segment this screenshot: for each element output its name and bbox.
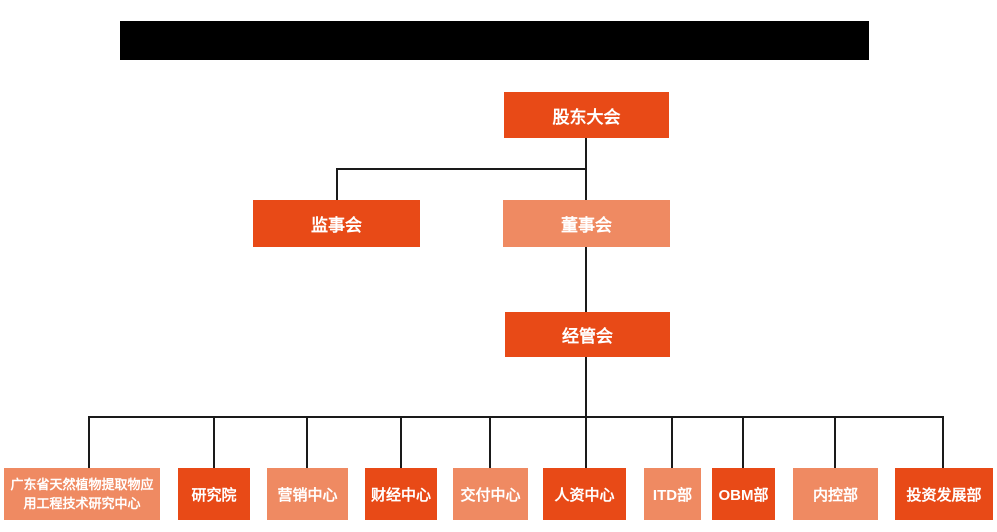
node-management-committee: 经管会 <box>505 312 670 357</box>
node-investment-development-dept: 投资发展部 <box>895 468 993 520</box>
node-label: OBM部 <box>718 486 769 504</box>
connector-line <box>88 416 90 468</box>
connector-line <box>489 416 491 468</box>
node-shareholders-meeting: 股东大会 <box>504 92 669 138</box>
node-label: 广东省天然植物提取物应用工程技术研究中心 <box>10 476 154 512</box>
node-label: 交付中心 <box>460 486 521 504</box>
connector-line <box>88 416 944 418</box>
connector-line <box>336 168 587 170</box>
node-label: 营销中心 <box>277 486 338 504</box>
node-obm-dept: OBM部 <box>712 468 775 520</box>
connector-line <box>742 416 744 468</box>
node-label: ITD部 <box>652 486 693 504</box>
connector-line <box>585 357 587 468</box>
redacted-title-bar <box>120 21 869 60</box>
node-research-institute: 研究院 <box>178 468 250 520</box>
node-label: 监事会 <box>311 216 362 235</box>
node-itd-dept: ITD部 <box>644 468 701 520</box>
node-board-of-directors: 董事会 <box>503 200 670 247</box>
node-research-tech-center: 广东省天然植物提取物应用工程技术研究中心 <box>4 468 160 520</box>
node-label: 股东大会 <box>552 107 621 127</box>
node-label: 内控部 <box>812 486 858 504</box>
connector-line <box>671 416 673 468</box>
connector-line <box>834 416 836 468</box>
node-delivery-center: 交付中心 <box>453 468 528 520</box>
connector-line <box>306 416 308 468</box>
node-label: 财经中心 <box>370 486 431 504</box>
node-label: 董事会 <box>561 216 612 235</box>
node-label: 经管会 <box>562 327 613 346</box>
node-label: 人资中心 <box>554 486 615 504</box>
connector-line <box>942 416 944 468</box>
node-hr-center: 人资中心 <box>543 468 626 520</box>
node-marketing-center: 营销中心 <box>267 468 348 520</box>
connector-line <box>400 416 402 468</box>
node-label: 投资发展部 <box>906 486 982 504</box>
node-supervisory-board: 监事会 <box>253 200 420 247</box>
node-label: 研究院 <box>191 486 237 504</box>
connector-line <box>585 247 587 312</box>
connector-line <box>213 416 215 468</box>
connector-line <box>336 168 338 200</box>
node-finance-center: 财经中心 <box>365 468 437 520</box>
node-internal-control-dept: 内控部 <box>793 468 878 520</box>
